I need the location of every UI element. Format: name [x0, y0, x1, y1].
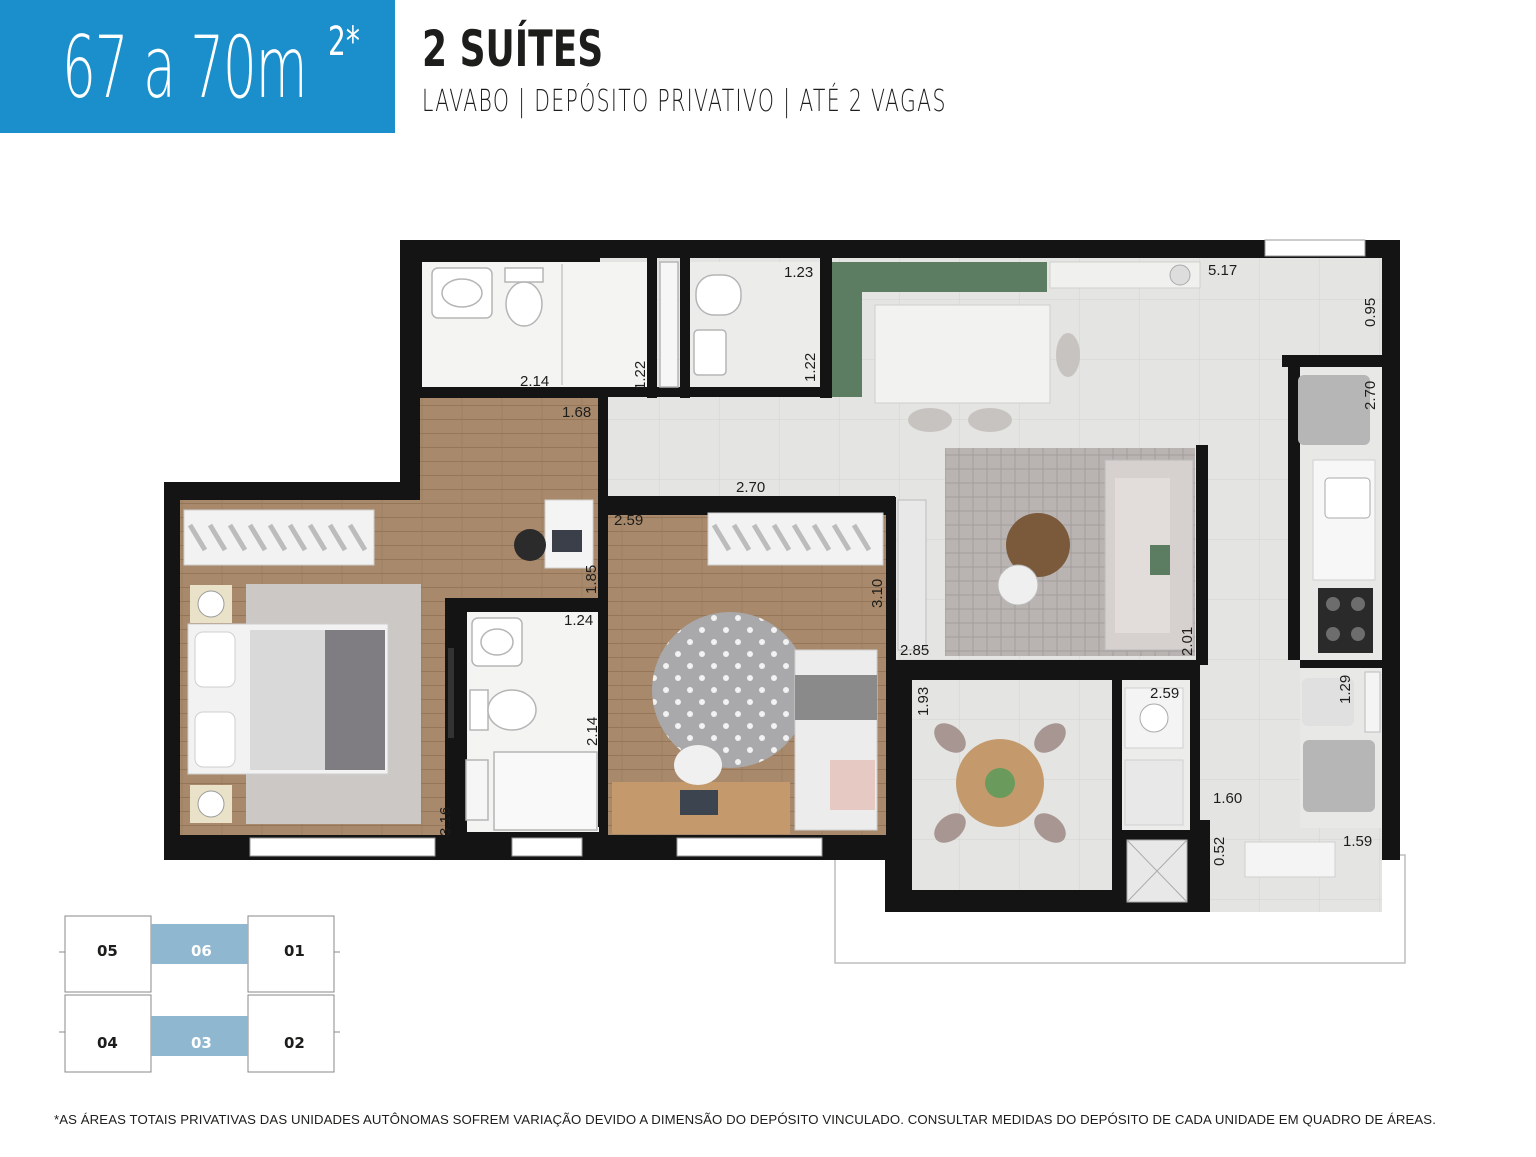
dim-label: 0.52 [1211, 837, 1228, 866]
page-title: 2 SUÍTES [422, 20, 604, 78]
dining-furniture [832, 261, 1201, 432]
area-badge: 67 a 70m 2* [0, 0, 395, 133]
dim-label: 1.59 [1343, 833, 1372, 850]
dim-label: 2.14 [520, 373, 549, 390]
kitchen-furniture [1244, 375, 1381, 878]
dim-label: 2.59 [1150, 685, 1179, 702]
dim-label: 2.70 [1362, 381, 1379, 410]
windows [249, 239, 1366, 857]
key-unit-01: 01 [284, 942, 305, 960]
dim-label: 1.68 [562, 404, 591, 421]
living-room-furniture [945, 448, 1195, 656]
dim-label: 2.59 [614, 512, 643, 529]
key-plan: 05 06 01 04 03 02 [59, 915, 340, 1073]
balcony-furniture [934, 687, 1188, 903]
dim-label: 2.14 [584, 717, 601, 746]
dim-label: 2.85 [900, 642, 929, 659]
key-unit-06: 06 [191, 942, 212, 960]
area-range: 67 a 70m [62, 18, 308, 118]
key-unit-05: 05 [97, 942, 118, 960]
inner-walls [412, 258, 1382, 912]
footnote: *AS ÁREAS TOTAIS PRIVATIVAS DAS UNIDADES… [54, 1112, 1436, 1127]
wardrobes [183, 509, 884, 566]
key-unit-03: 03 [191, 1034, 212, 1052]
dim-label: 3.10 [869, 579, 886, 608]
dim-label: 1.23 [784, 264, 813, 281]
unit-06-highlight [151, 924, 248, 964]
dim-label: 2.70 [736, 479, 765, 496]
dim-label: 1.29 [1337, 675, 1354, 704]
dim-label: 1.22 [632, 361, 649, 390]
bathroom-fixtures [431, 261, 742, 831]
dim-label: 1.60 [1213, 790, 1242, 807]
dim-label: 5.17 [1208, 262, 1237, 279]
dim-label: 3.16 [437, 807, 454, 836]
master-bed [187, 499, 594, 824]
second-suite-furniture [612, 499, 927, 834]
key-unit-02: 02 [284, 1034, 305, 1052]
unit-03-highlight [151, 1016, 248, 1056]
page-subtitle: LAVABO | DEPÓSITO PRIVATIVO | ATÉ 2 VAGA… [422, 84, 947, 119]
dim-label: 2.01 [1179, 627, 1196, 656]
dim-label: 1.85 [583, 565, 600, 594]
dim-label: 1.93 [915, 687, 932, 716]
key-unit-04: 04 [97, 1034, 118, 1052]
dim-label: 1.24 [564, 612, 593, 629]
dim-label: 0.95 [1362, 298, 1379, 327]
dim-label: 1.22 [802, 353, 819, 382]
area-superscript: 2* [328, 19, 360, 65]
dimension-labels: 1.23 5.17 0.95 1.22 2.14 1.22 1.68 2.70 … [437, 262, 1379, 866]
